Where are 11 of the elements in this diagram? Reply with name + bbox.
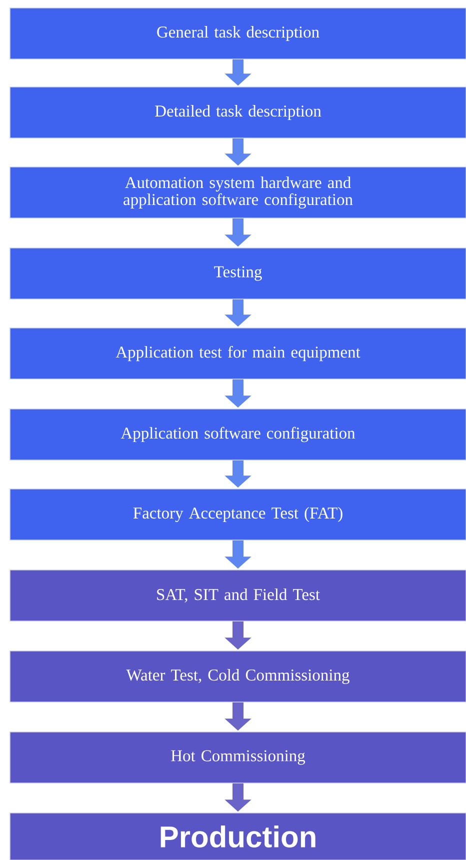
step-box: Hot Commissioning [10, 732, 466, 784]
step-box: Application software configuration [10, 408, 466, 460]
step-box: SAT, SIT and Field Test [10, 570, 466, 622]
step-box: Automation system hardware and application software configuration [10, 166, 466, 218]
final-step-box: Production [10, 812, 466, 860]
step-box: Testing [10, 248, 466, 300]
step-box: General task description [10, 8, 466, 60]
step-box: Water Test, Cold Commissioning [10, 650, 466, 702]
step-box: Application test for main equipment [10, 328, 466, 380]
step-box: Detailed task description [10, 86, 466, 138]
step-box: Factory Acceptance Test (FAT) [10, 488, 466, 540]
